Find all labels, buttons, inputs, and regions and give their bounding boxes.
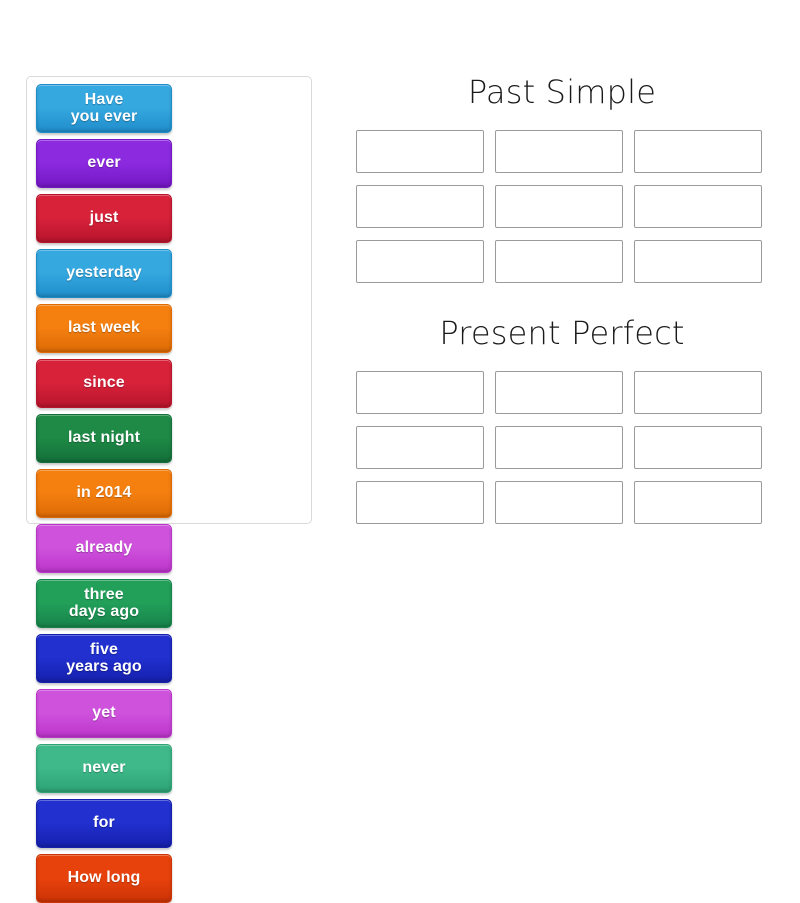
dropzone-past-simple-4[interactable]: [356, 185, 484, 228]
tile-in-2014[interactable]: in 2014: [36, 469, 172, 518]
tile-label: three days ago: [68, 585, 140, 620]
tile-label: How long: [67, 869, 141, 887]
tile-just[interactable]: just: [36, 194, 172, 243]
dropzone-present-perfect-1[interactable]: [356, 371, 484, 414]
tile-label: for: [93, 814, 115, 832]
category-present-perfect: Present Perfect: [356, 313, 768, 524]
tile-last-week[interactable]: last week: [36, 304, 172, 353]
category-past-simple: Past Simple: [356, 72, 768, 283]
tile-label: yesterday: [66, 264, 142, 282]
dropzone-present-perfect-6[interactable]: [634, 426, 762, 469]
tile-label: yet: [92, 704, 116, 722]
dropzone-past-simple-1[interactable]: [356, 130, 484, 173]
dropzone-present-perfect-3[interactable]: [634, 371, 762, 414]
tile-since[interactable]: since: [36, 359, 172, 408]
dropzone-past-simple-6[interactable]: [634, 185, 762, 228]
tile-never[interactable]: never: [36, 744, 172, 793]
dropzone-past-simple-9[interactable]: [634, 240, 762, 283]
dropzone-past-simple-2[interactable]: [495, 130, 623, 173]
tile-label: never: [82, 759, 126, 777]
tile-tray[interactable]: Have you ever ever just yesterday last week s…: [26, 76, 312, 903]
tile-label: five years ago: [66, 640, 142, 675]
tile-already[interactable]: already: [36, 524, 172, 573]
activity-root: Have you ever ever just yesterday last week s…: [26, 72, 768, 903]
tile-label: last week: [67, 319, 141, 337]
dropzone-present-perfect-4[interactable]: [356, 426, 484, 469]
dropzone-past-simple-3[interactable]: [634, 130, 762, 173]
tile-for[interactable]: for: [36, 799, 172, 848]
dropzone-grid-present-perfect: [356, 371, 768, 524]
category-title-past-simple: Past Simple: [467, 73, 657, 111]
tile-last-night[interactable]: last night: [36, 414, 172, 463]
tile-label: just: [89, 209, 119, 227]
tile-label: since: [83, 374, 125, 392]
tile-five-years-ago[interactable]: five years ago: [36, 634, 172, 683]
tile-ever[interactable]: ever: [36, 139, 172, 188]
tile-label: already: [75, 539, 133, 557]
tile-how-long[interactable]: How long: [36, 854, 172, 903]
tile-yet[interactable]: yet: [36, 689, 172, 738]
dropzone-past-simple-5[interactable]: [495, 185, 623, 228]
dropzone-present-perfect-5[interactable]: [495, 426, 623, 469]
dropzone-present-perfect-2[interactable]: [495, 371, 623, 414]
dropzone-grid-past-simple: [356, 130, 768, 283]
category-title-present-perfect: Present Perfect: [439, 314, 685, 352]
dropzone-past-simple-7[interactable]: [356, 240, 484, 283]
tile-label: in 2014: [76, 484, 132, 502]
dropzone-present-perfect-7[interactable]: [356, 481, 484, 524]
tile-label: ever: [87, 154, 121, 172]
tile-have-you-ever[interactable]: Have you ever: [36, 84, 172, 133]
dropzone-past-simple-8[interactable]: [495, 240, 623, 283]
dropzone-present-perfect-8[interactable]: [495, 481, 623, 524]
tile-label: Have you ever: [70, 90, 138, 125]
dropzone-present-perfect-9[interactable]: [634, 481, 762, 524]
tile-label: last night: [67, 429, 141, 447]
tile-three-days-ago[interactable]: three days ago: [36, 579, 172, 628]
tile-yesterday[interactable]: yesterday: [36, 249, 172, 298]
